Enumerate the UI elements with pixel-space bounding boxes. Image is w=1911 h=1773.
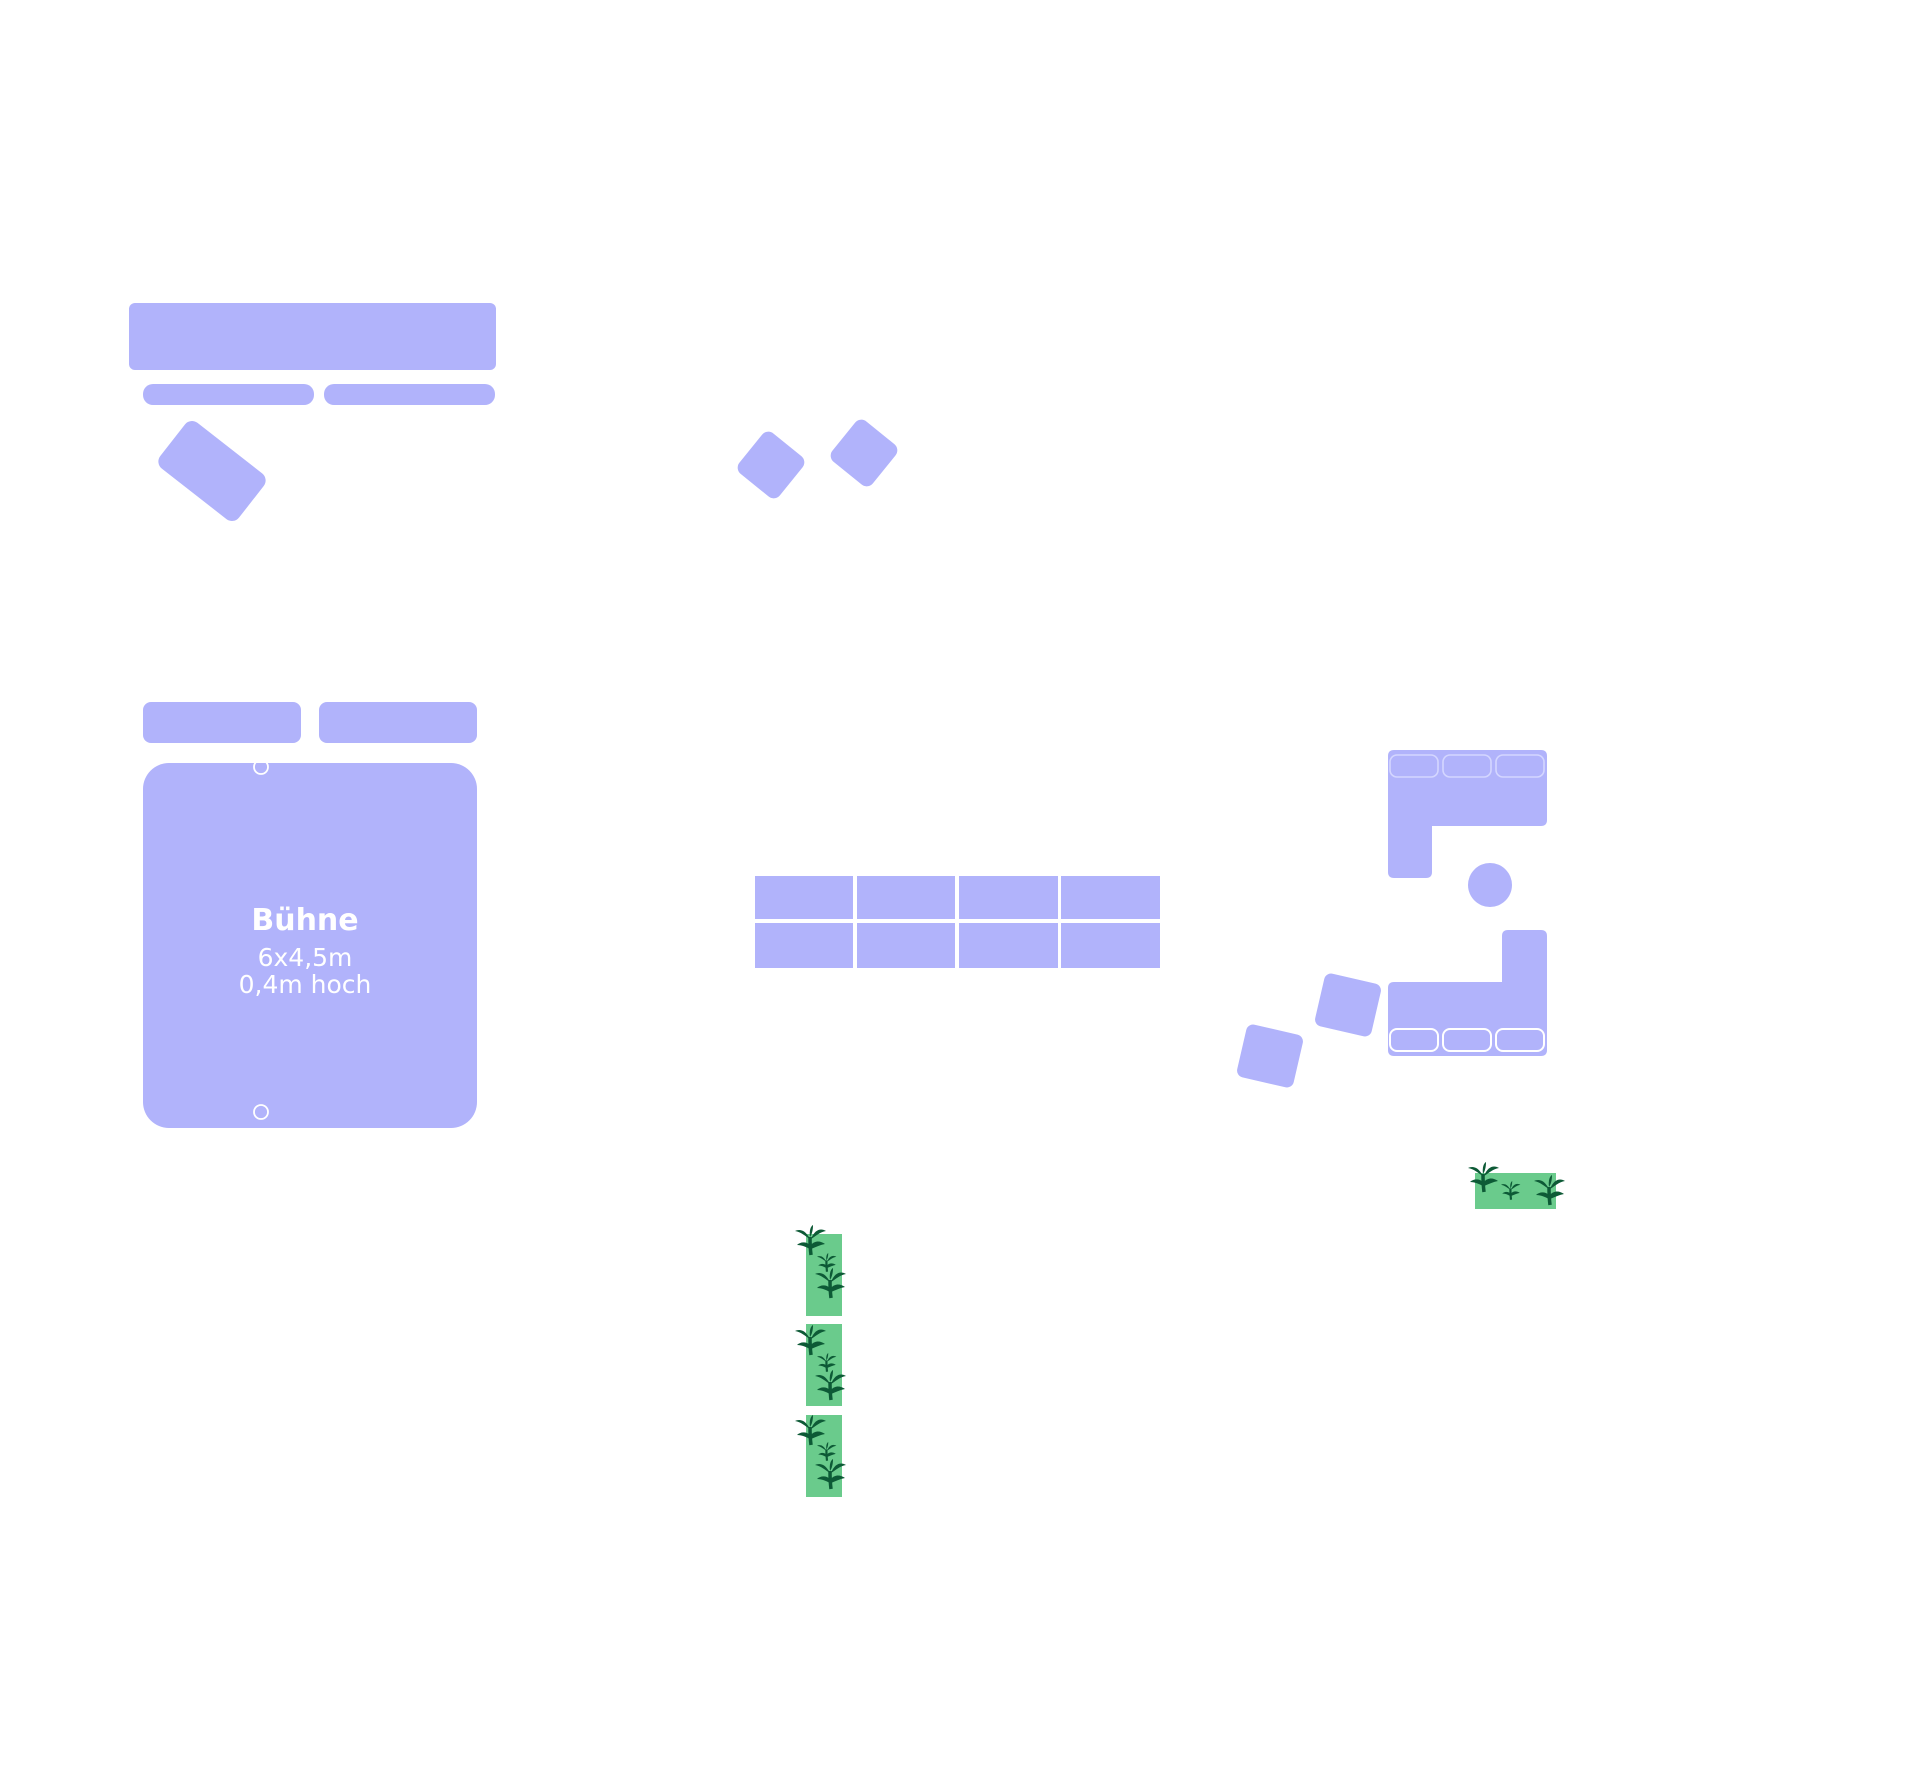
planter-box xyxy=(1475,1173,1556,1209)
planter-column xyxy=(795,1225,847,1497)
sofa-cushion xyxy=(1389,754,1439,778)
sofa-cushion xyxy=(1495,754,1545,778)
table-cell xyxy=(857,923,955,968)
bar-counter xyxy=(129,303,496,370)
table-cell xyxy=(959,923,1058,968)
stage xyxy=(143,763,477,1128)
sofa-cushion xyxy=(1442,1028,1492,1052)
table-grid xyxy=(755,876,1160,968)
lounge-group xyxy=(1237,750,1547,1088)
planter-box xyxy=(806,1415,842,1497)
stage-group: Bühne 6x4,5m 0,4m hoch xyxy=(143,702,477,1128)
stage-height: 0,4m hoch xyxy=(239,970,372,999)
table-cell xyxy=(1061,923,1160,968)
stage-title: Bühne xyxy=(251,903,358,938)
table-cell xyxy=(959,876,1058,919)
lounge-sofa-upper xyxy=(1388,750,1547,878)
stage-bench-left xyxy=(143,702,301,743)
seat-cube-group xyxy=(737,419,898,499)
sofa-cushion xyxy=(1442,754,1492,778)
table-cell xyxy=(755,876,853,919)
lounge-sofa-lower xyxy=(1388,930,1547,1056)
stage-dimensions: 6x4,5m xyxy=(258,943,353,972)
seat-cube xyxy=(830,419,898,487)
bar-bench-right xyxy=(324,384,495,405)
circle-marker-icon xyxy=(253,759,269,775)
sofa-cushion xyxy=(1495,1028,1545,1052)
seat-cube xyxy=(1315,973,1381,1037)
bar-bench-left xyxy=(143,384,314,405)
planter-right xyxy=(1468,1162,1566,1209)
stage-bench-right xyxy=(319,702,477,743)
seat-cube xyxy=(1237,1024,1303,1088)
round-table xyxy=(1468,863,1512,907)
bar-counter-group xyxy=(129,303,496,522)
seat-cube xyxy=(737,431,805,499)
table-cell xyxy=(1061,876,1160,919)
table-cell xyxy=(755,923,853,968)
table-cell xyxy=(857,876,955,919)
sofa-cushion xyxy=(1389,1028,1439,1052)
tilted-sofa xyxy=(158,420,266,522)
circle-marker-icon xyxy=(253,1104,269,1120)
